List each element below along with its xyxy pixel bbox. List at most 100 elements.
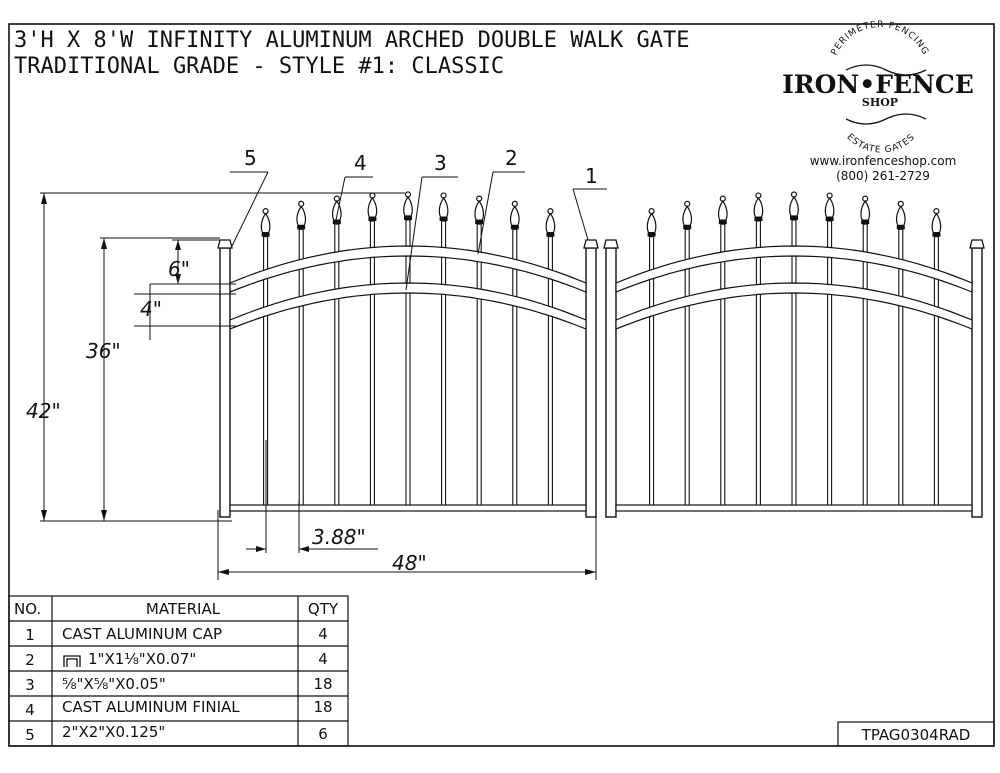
- title-line-1: 3'H X 8'W INFINITY ALUMINUM ARCHED DOUBL…: [14, 28, 690, 53]
- finial-collar: [932, 232, 941, 237]
- logo-bottom-arc-text: ESTATE GATES: [845, 132, 918, 155]
- dimension-arrows: [41, 193, 596, 575]
- finial-collar: [368, 217, 377, 222]
- finial-collar: [297, 225, 306, 230]
- gate-left-leaf: [217, 191, 599, 518]
- drawing-number-box: [837, 721, 995, 747]
- finial-collar: [754, 217, 763, 222]
- picket: [755, 220, 761, 506]
- picket: [684, 228, 690, 506]
- callout-5: 5: [244, 146, 257, 170]
- logo-swirl-top-icon: [845, 64, 927, 76]
- finial-spear: [753, 197, 764, 218]
- arched-rail: [615, 282, 973, 330]
- arched-rail: [229, 245, 587, 293]
- material-table: [8, 595, 349, 747]
- svg-text:3: 3: [25, 676, 35, 694]
- picket: [334, 223, 340, 506]
- finial-spear: [260, 212, 271, 234]
- table-row: 1 CAST ALUMINUM CAP 4: [25, 625, 328, 644]
- dim-36: 36": [86, 339, 121, 363]
- gate-post: [605, 247, 617, 518]
- svg-text:2: 2: [25, 651, 35, 669]
- sheet-border: [8, 23, 995, 747]
- svg-text:1: 1: [25, 626, 35, 644]
- finial-spear: [509, 205, 520, 226]
- finial-collar: [896, 225, 905, 230]
- callout-4: 4: [354, 151, 367, 175]
- drawing-number: TPAG0304RAD: [861, 726, 971, 744]
- finial-spear: [403, 195, 413, 217]
- finial-collar: [790, 216, 798, 220]
- finial-spear: [789, 195, 799, 217]
- svg-text:5: 5: [25, 726, 35, 744]
- finial-collar: [439, 217, 448, 222]
- dim-42: 42": [26, 399, 61, 423]
- picket: [298, 228, 304, 506]
- finial-spear: [931, 212, 942, 234]
- table-header-qty: QTY: [308, 600, 339, 618]
- picket: [862, 223, 868, 506]
- finial-spear: [646, 212, 657, 234]
- picket: [476, 223, 482, 506]
- svg-text:4: 4: [318, 650, 328, 668]
- title-line-2: TRADITIONAL GRADE - STYLE #1: CLASSIC: [14, 54, 504, 79]
- picket: [441, 220, 447, 506]
- picket: [720, 223, 726, 506]
- finial-collar: [683, 225, 692, 230]
- finial-spear: [717, 200, 728, 221]
- logo: PERIMETER FENCING IRON•FENCE SHOP ESTATE…: [782, 20, 974, 183]
- logo-top-arc-text: PERIMETER FENCING: [830, 20, 931, 57]
- finial-collar: [332, 220, 341, 225]
- finial-collar: [546, 232, 555, 237]
- logo-sub: SHOP: [862, 96, 898, 109]
- svg-text:CAST ALUMINUM CAP: CAST ALUMINUM CAP: [62, 625, 222, 643]
- svg-text:1"X1⅛"X0.07": 1"X1⅛"X0.07": [88, 650, 196, 668]
- svg-text:4: 4: [25, 701, 35, 719]
- finial-spear: [438, 197, 449, 218]
- picket: [369, 220, 375, 506]
- gate-post: [219, 247, 231, 518]
- dim-4: 4": [140, 297, 162, 321]
- finial-collar: [510, 225, 519, 230]
- callout-leaders: [230, 171, 607, 291]
- dimension-lines: [40, 192, 597, 580]
- logo-website: www.ironfenceshop.com: [810, 154, 957, 168]
- finial-collar: [261, 232, 270, 237]
- dim-width: 48": [392, 551, 427, 575]
- finial-spear: [895, 205, 906, 226]
- finial-spear: [545, 212, 556, 234]
- post-cap: [603, 239, 619, 249]
- svg-text:CAST ALUMINUM FINIAL: CAST ALUMINUM FINIAL: [62, 698, 240, 716]
- finial-spear: [296, 205, 307, 226]
- svg-text:⅝"X⅝"X0.05": ⅝"X⅝"X0.05": [62, 675, 166, 693]
- picket: [791, 219, 797, 506]
- post-cap: [583, 239, 599, 249]
- table-row: 4 CAST ALUMINUM FINIAL 18: [25, 698, 332, 719]
- table-row: 3 ⅝"X⅝"X0.05" 18: [25, 675, 332, 694]
- finial-spear: [367, 197, 378, 218]
- table-header-material: MATERIAL: [146, 600, 221, 618]
- logo-swirl-bottom-icon: [845, 113, 927, 125]
- callout-1: 1: [585, 164, 598, 188]
- callout-2: 2: [505, 146, 518, 170]
- logo-phone: (800) 261-2729: [836, 169, 930, 183]
- table-row: 2 1"X1⅛"X0.07" 4: [25, 650, 328, 669]
- finial-spear: [824, 197, 835, 218]
- finial-collar: [825, 217, 834, 222]
- table-header-no: NO.: [14, 600, 41, 618]
- finial-collar: [404, 216, 412, 220]
- bottom-rail: [229, 504, 587, 512]
- picket: [512, 228, 518, 506]
- finial-spear: [474, 200, 485, 221]
- table-row: 5 2"X2"X0.125" 6: [25, 723, 328, 744]
- finial-spear: [682, 205, 693, 226]
- gate-post: [585, 247, 597, 518]
- svg-text:18: 18: [313, 698, 332, 716]
- arched-rail: [615, 245, 973, 293]
- arched-rail: [229, 282, 587, 330]
- picket: [898, 228, 904, 506]
- picket: [827, 220, 833, 506]
- svg-text:18: 18: [313, 675, 332, 693]
